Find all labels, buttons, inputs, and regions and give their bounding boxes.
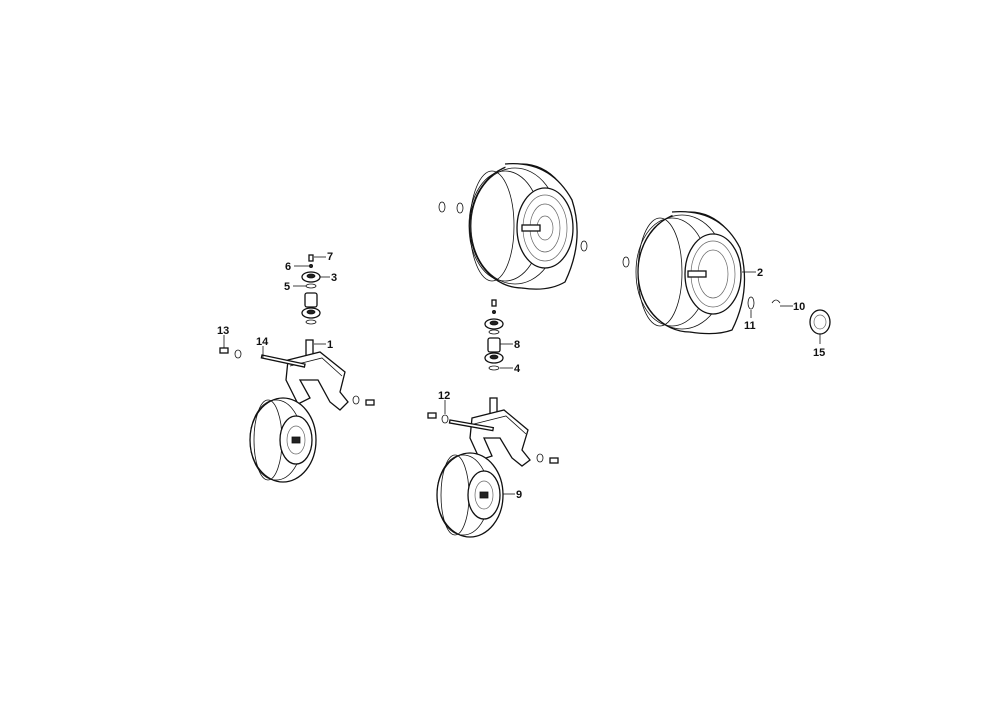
callout-11: 11: [744, 320, 756, 332]
caster-bracket-left: [219, 347, 375, 411]
callout-14: 14: [256, 336, 269, 348]
callout-2: 2: [757, 267, 763, 279]
callout-6: 6: [285, 261, 291, 273]
callout-10: 10: [793, 301, 805, 313]
callout-15: 15: [813, 347, 825, 359]
caster-stack-right: [484, 299, 504, 417]
washer-group-left: [438, 201, 588, 252]
callout-4: 4: [514, 363, 521, 375]
hub-parts-right: [747, 296, 831, 335]
callout-5: 5: [284, 281, 290, 293]
rear-wheel-right: [622, 210, 746, 335]
caster-wheel-right: [436, 452, 504, 538]
callout-9: 9: [516, 489, 522, 501]
rear-wheel-left: [468, 162, 578, 290]
callout-12: 12: [438, 390, 450, 402]
leader-lines: [223, 256, 821, 495]
callout-3: 3: [331, 272, 337, 284]
caster-bracket-right: [427, 409, 559, 467]
callout-8: 8: [514, 339, 520, 351]
callout-13: 13: [217, 325, 229, 337]
callout-7: 7: [327, 251, 333, 263]
caster-wheel-left: [249, 397, 317, 483]
callout-1: 1: [327, 339, 333, 351]
